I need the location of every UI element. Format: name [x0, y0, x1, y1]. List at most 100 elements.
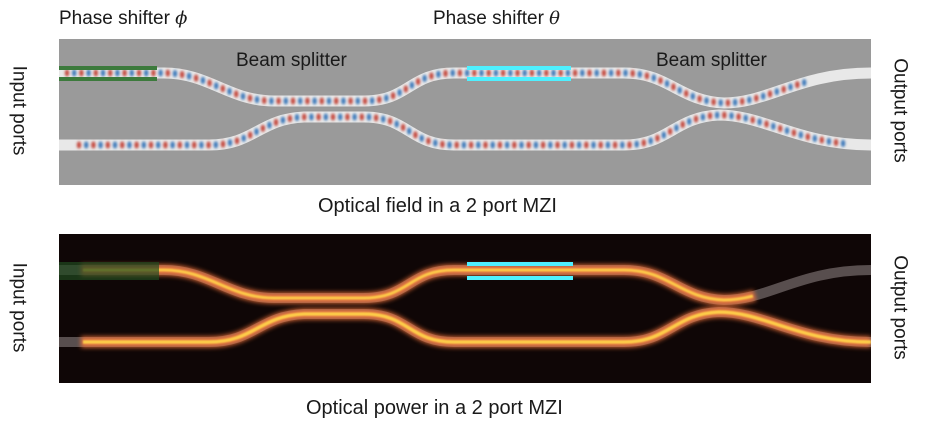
field-dot-top [186, 72, 192, 80]
field-dot-bottom [254, 128, 259, 136]
field-dot-top [515, 69, 520, 77]
field-dot-bottom [476, 141, 481, 149]
field-dot-bottom [373, 114, 379, 122]
field-dot-bottom [540, 141, 546, 149]
phi-symbol: ϕ [175, 8, 188, 29]
field-dot-bottom [461, 141, 467, 149]
field-dot-top [234, 90, 239, 98]
field-dot-bottom [359, 113, 364, 121]
field-dot-bottom [220, 140, 226, 148]
field-dot-top [269, 97, 274, 105]
field-dot-top [429, 72, 434, 80]
field-dot-top [319, 97, 324, 105]
field-dot-bottom [840, 139, 846, 147]
field-dot-bottom [98, 141, 103, 149]
optical-field-panel: Beam splitter Beam splitter [59, 39, 871, 185]
field-dot-bottom [248, 131, 253, 139]
field-dot-bottom [309, 113, 314, 121]
field-dot-bottom [227, 139, 233, 147]
field-dot-top [774, 88, 779, 96]
field-dot-top [637, 70, 642, 78]
field-dot-bottom [812, 134, 817, 143]
field-dot-top [551, 69, 556, 77]
field-dot-top [457, 69, 463, 77]
field-dot-top [240, 92, 246, 100]
field-oscillations [64, 69, 846, 149]
field-dot-bottom [526, 141, 531, 149]
field-dot-top [664, 80, 670, 88]
field-dot-bottom [400, 123, 406, 131]
field-dot-bottom [260, 124, 266, 132]
field-dot-bottom [454, 141, 459, 149]
field-dot-bottom [330, 113, 336, 121]
field-dot-top [587, 69, 592, 77]
field-dot-top [623, 69, 628, 77]
power-waveguides [59, 264, 871, 348]
field-dot-bottom [267, 121, 272, 129]
field-dot-top [334, 97, 339, 105]
field-dot-top [144, 69, 149, 77]
field-dot-bottom [605, 141, 611, 149]
field-dot-bottom [468, 141, 474, 149]
field-dot-top [93, 69, 98, 77]
field-dot-bottom [280, 116, 286, 124]
field-dot-top [290, 97, 296, 105]
field-dot-top [72, 69, 77, 77]
field-dot-top [262, 96, 267, 105]
field-dot-bottom [177, 141, 182, 149]
field-dot-top [684, 89, 689, 98]
field-dot-bottom [338, 113, 343, 121]
field-dot-top [718, 99, 723, 107]
field-dot-bottom [316, 113, 321, 121]
field-dot-top [732, 98, 738, 106]
field-dot-bottom [591, 141, 596, 149]
field-dot-top [594, 69, 599, 77]
field-dot-bottom [184, 141, 190, 149]
field-dot-top [86, 69, 91, 77]
field-dot-top [193, 74, 199, 82]
field-dot-bottom [381, 115, 386, 123]
field-dot-bottom [714, 111, 720, 119]
beam-splitter-label-2: Beam splitter [656, 50, 767, 71]
field-dot-bottom [170, 141, 175, 149]
field-dot-top [305, 97, 310, 105]
field-dot-bottom [519, 141, 524, 149]
field-dot-top [443, 69, 448, 77]
field-dot-bottom [584, 141, 589, 149]
optical-power-panel [59, 234, 871, 383]
field-dot-top [136, 69, 142, 77]
field-dot-top [671, 83, 676, 91]
field-dot-bottom [387, 117, 393, 125]
field-dot-bottom [778, 124, 783, 133]
field-dot-bottom [105, 141, 110, 149]
output-ports-label-bottom: Output ports [889, 255, 911, 360]
field-dot-top [355, 97, 360, 105]
field-dot-top [630, 69, 635, 77]
field-dot-top [377, 96, 382, 104]
field-dot-top [529, 69, 535, 77]
phase-shifter-theta-field-lower [467, 77, 571, 81]
field-dot-top [129, 69, 134, 77]
field-dot-top [312, 97, 317, 105]
field-dot-top [690, 92, 695, 100]
output-ports-label-top: Output ports [889, 58, 911, 163]
field-dot-top [464, 69, 470, 77]
field-dot-top [409, 81, 415, 89]
field-dot-bottom [127, 141, 132, 149]
field-dot-top [64, 69, 70, 77]
field-dot-bottom [757, 118, 762, 126]
field-dot-top [384, 94, 389, 102]
field-dot-bottom [273, 118, 279, 126]
phase-shifter-theta-label: Phase shifter θ [433, 9, 560, 28]
field-dot-top [767, 90, 773, 98]
field-dot-bottom [366, 113, 372, 121]
field-dot-bottom [156, 141, 161, 149]
field-dot-bottom [700, 113, 706, 121]
power-caption: Optical power in a 2 port MZI [306, 397, 563, 419]
field-dot-top [200, 76, 206, 84]
field-dot-bottom [641, 139, 646, 147]
field-dot-top [572, 69, 578, 77]
field-dot-top [172, 70, 178, 78]
field-dot-bottom [548, 141, 553, 149]
field-dot-top [115, 69, 120, 77]
